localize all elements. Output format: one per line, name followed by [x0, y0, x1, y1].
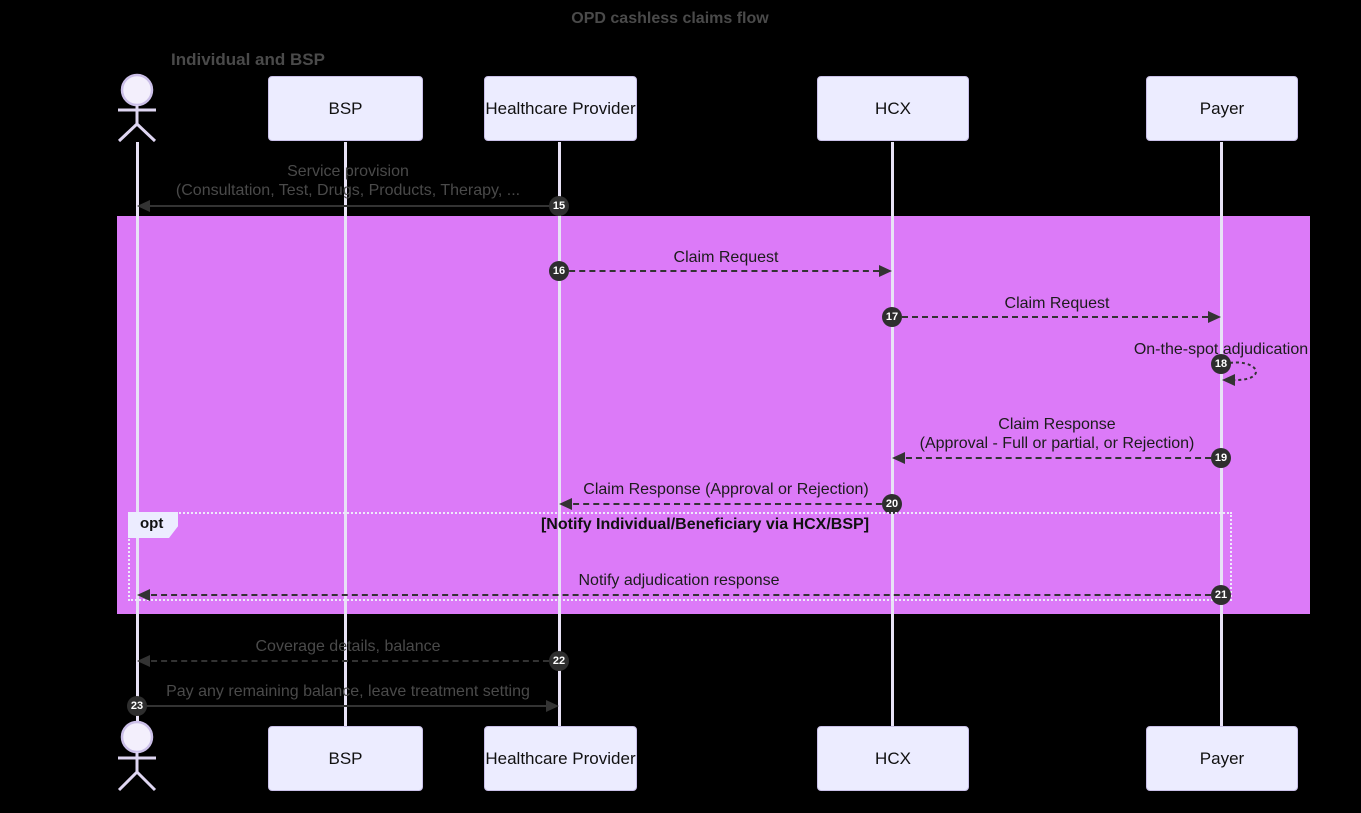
message-17-arrow: [892, 316, 1208, 318]
actor-figure-top: [117, 73, 157, 143]
participant-payer-bottom: Payer: [1146, 726, 1298, 791]
participant-healthcare-provider-bottom: Healthcare Provider: [484, 726, 637, 791]
message-23-seq-badge: 23: [127, 696, 147, 716]
message-21-arrowhead: [137, 589, 150, 601]
message-19-seq-badge: 19: [1211, 448, 1231, 468]
lifeline-bsp: [344, 142, 347, 726]
opt-guard-text: [Notify Individual/Beneficiary via HCX/B…: [540, 516, 870, 533]
message-15-arrow: [141, 205, 559, 207]
participant-label: BSP: [328, 98, 363, 118]
message-16-arrowhead: [879, 265, 892, 277]
message-23-arrowhead: [546, 700, 559, 712]
message-22-text: Coverage details, balance: [255, 638, 441, 655]
message-19-arrow: [896, 457, 1221, 459]
participant-label: Payer: [1199, 98, 1245, 118]
opt-fragment-box: [128, 512, 1232, 601]
message-15-arrowhead: [137, 200, 150, 212]
message-16-seq-badge: 16: [549, 261, 569, 281]
participant-payer-top: Payer: [1146, 76, 1298, 141]
lifeline-healthcare-provider: [558, 142, 561, 726]
message-16-text: Claim Request: [673, 249, 779, 266]
participant-bsp-bottom: BSP: [268, 726, 423, 791]
message-23-text: Pay any remaining balance, leave treatme…: [166, 683, 530, 700]
participant-hcx-bottom: HCX: [817, 726, 969, 791]
message-20-arrowhead: [559, 498, 572, 510]
participant-healthcare-provider-top: Healthcare Provider: [484, 76, 637, 141]
message-17-arrowhead: [1208, 311, 1221, 323]
message-16-arrow: [559, 270, 879, 272]
message-20-seq-badge: 20: [882, 494, 902, 514]
participant-label: Healthcare Provider: [485, 748, 636, 768]
message-17-text: Claim Request: [1004, 295, 1110, 312]
message-17-seq-badge: 17: [882, 307, 902, 327]
participant-label: Healthcare Provider: [485, 98, 636, 118]
participant-hcx-top: HCX: [817, 76, 969, 141]
lifeline-individual: [136, 142, 139, 726]
message-20-arrow: [563, 503, 892, 505]
message-22-arrow: [141, 660, 559, 662]
participant-label: BSP: [328, 748, 363, 768]
lifeline-payer: [1220, 142, 1223, 726]
message-19-text: Claim Response (Approval - Full or parti…: [919, 416, 1195, 452]
actor-label-individual-top: Individual and BSP: [171, 50, 325, 69]
actor-figure-bottom: [117, 720, 157, 792]
highlight-rect: [117, 216, 1310, 614]
message-15-seq-badge: 15: [549, 196, 569, 216]
opt-fragment-label: opt: [128, 512, 178, 538]
participant-label: Payer: [1199, 748, 1245, 768]
message-22-arrowhead: [137, 655, 150, 667]
message-19-arrowhead: [892, 452, 905, 464]
lifeline-hcx: [891, 142, 894, 726]
participant-label: HCX: [875, 98, 911, 118]
message-23-arrow: [137, 705, 555, 707]
message-18-text: On-the-spot adjudication: [1133, 341, 1309, 358]
message-21-text: Notify adjudication response: [578, 572, 780, 589]
participant-label: HCX: [875, 748, 911, 768]
message-18-seq-badge: 18: [1211, 354, 1231, 374]
message-20-text: Claim Response (Approval or Rejection): [583, 481, 869, 498]
message-22-seq-badge: 22: [549, 651, 569, 671]
diagram-title: OPD cashless claims flow: [571, 10, 769, 27]
message-21-arrow: [141, 594, 1221, 596]
message-21-seq-badge: 21: [1211, 585, 1231, 605]
participant-bsp-top: BSP: [268, 76, 423, 141]
message-18-self-loop: [1222, 361, 1257, 386]
message-15-text: Service provision (Consultation, Test, D…: [175, 163, 521, 199]
